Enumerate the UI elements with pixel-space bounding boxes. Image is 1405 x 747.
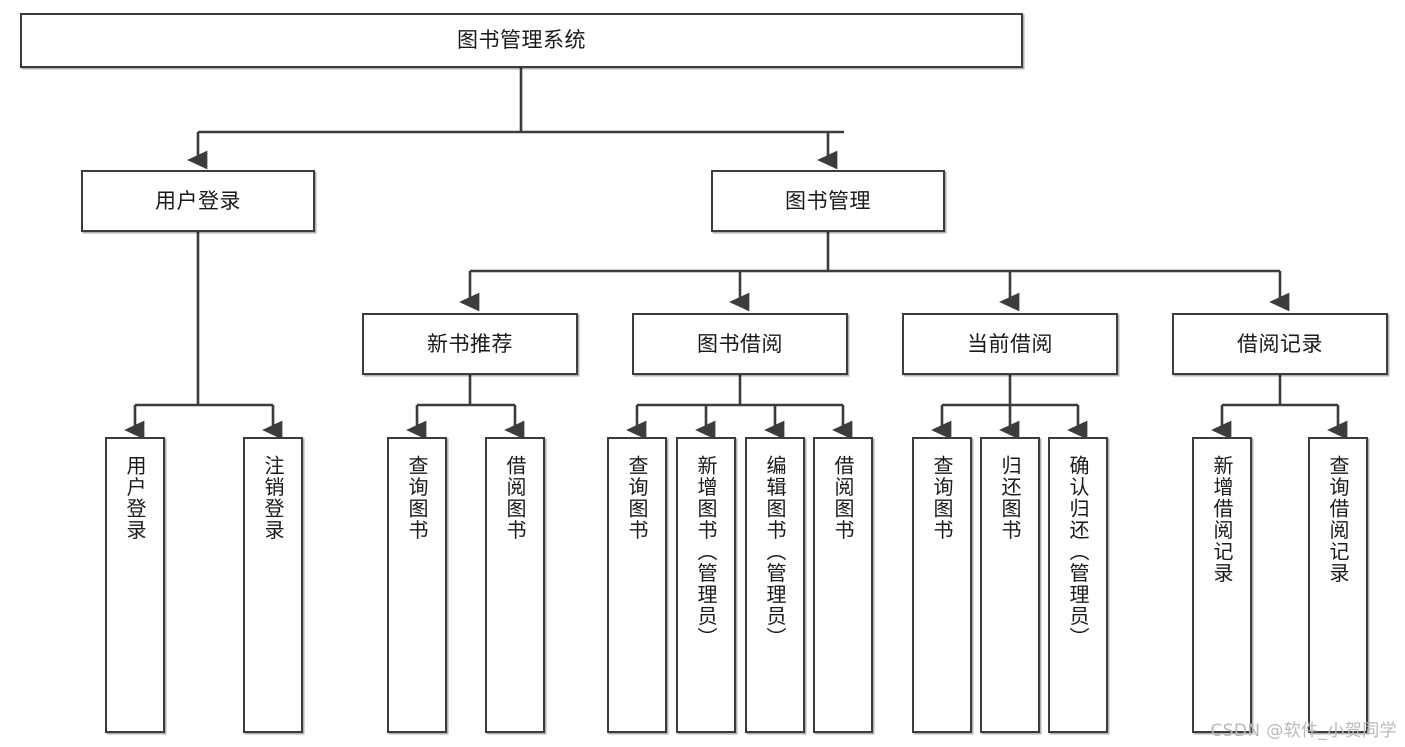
node-label: 借阅记录 [1237, 331, 1323, 356]
node-leaf-query-book-2[interactable]: 查询图书 [607, 437, 667, 733]
node-label: 借阅图书 [831, 455, 855, 541]
node-label: 编辑图书（管理员） [763, 455, 787, 649]
node-label: 图书借阅 [697, 331, 783, 356]
node-leaf-user-login[interactable]: 用户登录 [105, 437, 165, 733]
node-leaf-borrow-book-1[interactable]: 借阅图书 [485, 437, 545, 733]
node-leaf-add-book-admin[interactable]: 新增图书（管理员） [676, 437, 736, 733]
node-book-borrow[interactable]: 图书借阅 [632, 313, 848, 375]
node-new-book-recommend[interactable]: 新书推荐 [362, 313, 578, 375]
csdn-watermark: CSDN @软件_小贺同学 [1210, 721, 1397, 741]
node-label: 查询图书 [930, 455, 954, 541]
node-label: 新增图书（管理员） [694, 455, 718, 649]
node-label: 确认归还（管理员） [1066, 455, 1090, 649]
node-leaf-query-book-1[interactable]: 查询图书 [387, 437, 447, 733]
node-user-login[interactable]: 用户登录 [81, 170, 315, 232]
node-book-management[interactable]: 图书管理 [711, 170, 945, 232]
node-label: 图书管理 [785, 188, 871, 213]
node-leaf-return-book[interactable]: 归还图书 [980, 437, 1040, 733]
node-label: 当前借阅 [967, 331, 1053, 356]
node-label: 归还图书 [998, 455, 1022, 541]
node-current-borrow[interactable]: 当前借阅 [902, 313, 1118, 375]
node-leaf-confirm-return-admin[interactable]: 确认归还（管理员） [1048, 437, 1108, 733]
node-label: 新增借阅记录 [1210, 455, 1234, 584]
node-label: 查询图书 [625, 455, 649, 541]
node-label: 查询借阅记录 [1326, 455, 1350, 584]
node-label: 借阅图书 [503, 455, 527, 541]
node-label: 用户登录 [155, 188, 241, 213]
node-label: 注销登录 [261, 455, 285, 541]
node-leaf-query-book-3[interactable]: 查询图书 [912, 437, 972, 733]
node-root-system[interactable]: 图书管理系统 [20, 13, 1023, 68]
node-leaf-edit-book-admin[interactable]: 编辑图书（管理员） [745, 437, 805, 733]
node-label: 新书推荐 [427, 331, 513, 356]
node-borrow-record[interactable]: 借阅记录 [1172, 313, 1388, 375]
node-leaf-add-borrow-record[interactable]: 新增借阅记录 [1192, 437, 1252, 733]
node-label: 图书管理系统 [457, 28, 586, 53]
node-label: 查询图书 [405, 455, 429, 541]
node-leaf-query-borrow-record[interactable]: 查询借阅记录 [1308, 437, 1368, 733]
node-label: 用户登录 [123, 455, 147, 541]
node-leaf-logout-login[interactable]: 注销登录 [243, 437, 303, 733]
node-leaf-borrow-book-2[interactable]: 借阅图书 [813, 437, 873, 733]
